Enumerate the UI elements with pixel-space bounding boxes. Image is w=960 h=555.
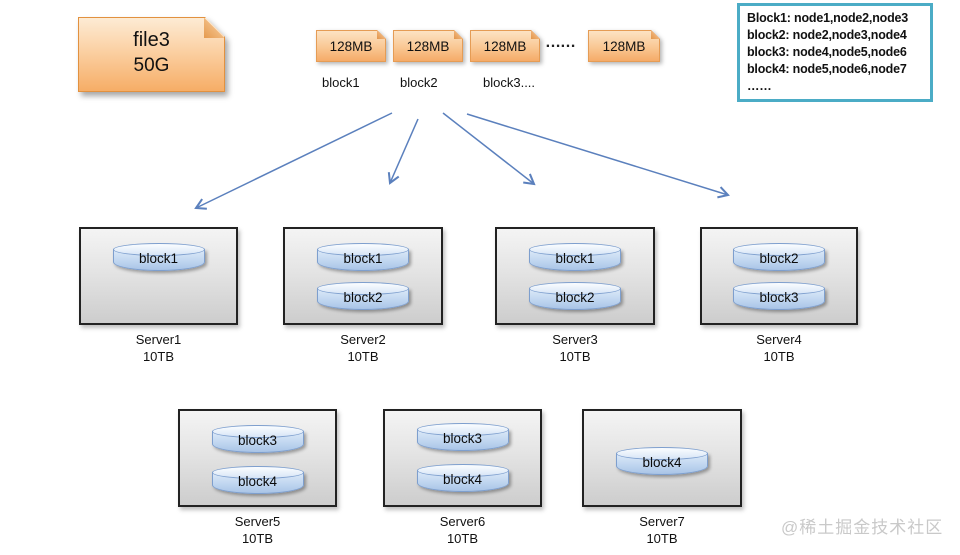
- disk-cylinder: block2: [529, 282, 621, 310]
- disk-label: block4: [442, 472, 483, 487]
- block-caption-1: block1: [322, 75, 360, 90]
- block-caption-2: block2: [400, 75, 438, 90]
- disk-cylinder: block3: [211, 425, 304, 453]
- folded-corner-icon: [651, 30, 660, 39]
- server-group-3: block1 block2 Server3 10TB: [495, 227, 655, 365]
- server-name: Server4: [756, 332, 802, 347]
- server-capacity: 10TB: [763, 349, 795, 364]
- server-capacity: 10TB: [559, 349, 591, 364]
- disk-cylinder: block2: [317, 282, 409, 310]
- disk-cylinder: block2: [733, 243, 825, 271]
- disk-label: block2: [343, 290, 383, 305]
- disk-cylinder: block3: [416, 423, 509, 451]
- disk-label: block1: [343, 251, 383, 266]
- server-name: Server3: [552, 332, 598, 347]
- folded-corner-icon: [377, 30, 386, 39]
- server-name: Server6: [439, 514, 486, 529]
- disk-label: block3: [759, 290, 799, 305]
- replica-map-line: block3: node4,node5,node6: [747, 45, 907, 59]
- disk-cylinder: block4: [616, 447, 708, 475]
- server-name: Server5: [234, 514, 281, 529]
- server-box: block1: [79, 227, 238, 325]
- replica-map-panel: Block1: node1,node2,node3 block2: node2,…: [737, 3, 933, 102]
- watermark: @稀土掘金技术社区: [781, 518, 944, 537]
- arrow-to-server3: [442, 112, 534, 184]
- replica-map-line: ……: [747, 79, 772, 93]
- disk-label: block3: [237, 433, 278, 448]
- server-name: Server7: [639, 514, 685, 529]
- disk-cylinder: block1: [529, 243, 621, 271]
- file-size: 50G: [133, 55, 170, 76]
- disk-label: block4: [237, 474, 278, 489]
- block-chip-2: 128MB: [393, 30, 463, 62]
- block-chip-4: 128MB: [588, 30, 660, 62]
- file-name: file3: [133, 29, 170, 51]
- disk-label: block2: [555, 290, 595, 305]
- replica-map-line: block2: node2,node3,node4: [747, 28, 907, 42]
- server-group-2: block1 block2 Server2 10TB: [283, 227, 443, 365]
- server-box: block2 block3: [700, 227, 858, 325]
- server-box: block3 block4: [383, 409, 542, 507]
- replica-map-line: block4: node5,node6,node7: [747, 62, 907, 76]
- block-chip-1: 128MB: [316, 30, 386, 62]
- disk-cylinder: block1: [112, 243, 205, 271]
- server-box: block3 block4: [178, 409, 337, 507]
- server-group-7: block4 Server7 10TB: [582, 409, 742, 547]
- disk-label: block3: [442, 431, 483, 446]
- server-box: block1 block2: [495, 227, 655, 325]
- disk-label: block1: [138, 251, 179, 266]
- disk-cylinder: block3: [733, 282, 825, 310]
- server-capacity: 10TB: [446, 531, 479, 546]
- server-group-5: block3 block4 Server5 10TB: [178, 409, 337, 547]
- server-group-4: block2 block3 Server4 10TB: [700, 227, 858, 365]
- disk-cylinder: block4: [211, 466, 304, 494]
- block-caption-3: block3....: [483, 75, 536, 90]
- folded-corner-icon: [454, 30, 463, 39]
- server-group-1: block1 Server1 10TB: [79, 227, 238, 365]
- server-capacity: 10TB: [142, 349, 175, 364]
- folded-corner-icon: [531, 30, 540, 39]
- server-name: Server2: [340, 332, 386, 347]
- file-shape: file3 50G: [78, 17, 225, 92]
- disk-label: block2: [759, 251, 799, 266]
- disk-cylinder: block4: [416, 464, 509, 492]
- server-group-6: block3 block4 Server6 10TB: [383, 409, 542, 547]
- blocks-ellipsis: ……: [545, 34, 576, 51]
- arrow-to-server1: [196, 112, 393, 208]
- disk-label: block4: [642, 455, 682, 470]
- block-chip-3: 128MB: [470, 30, 540, 62]
- replica-map-line: Block1: node1,node2,node3: [747, 11, 909, 25]
- server-capacity: 10TB: [347, 349, 379, 364]
- server-name: Server1: [135, 332, 182, 347]
- disk-label: block1: [555, 251, 595, 266]
- server-box: block1 block2: [283, 227, 443, 325]
- server-capacity: 10TB: [646, 531, 678, 546]
- disk-cylinder: block1: [317, 243, 409, 271]
- folded-corner-icon: [204, 18, 224, 38]
- server-capacity: 10TB: [241, 531, 274, 546]
- arrow-to-server2: [390, 118, 419, 183]
- arrow-to-server4: [466, 113, 728, 195]
- server-box: block4: [582, 409, 742, 507]
